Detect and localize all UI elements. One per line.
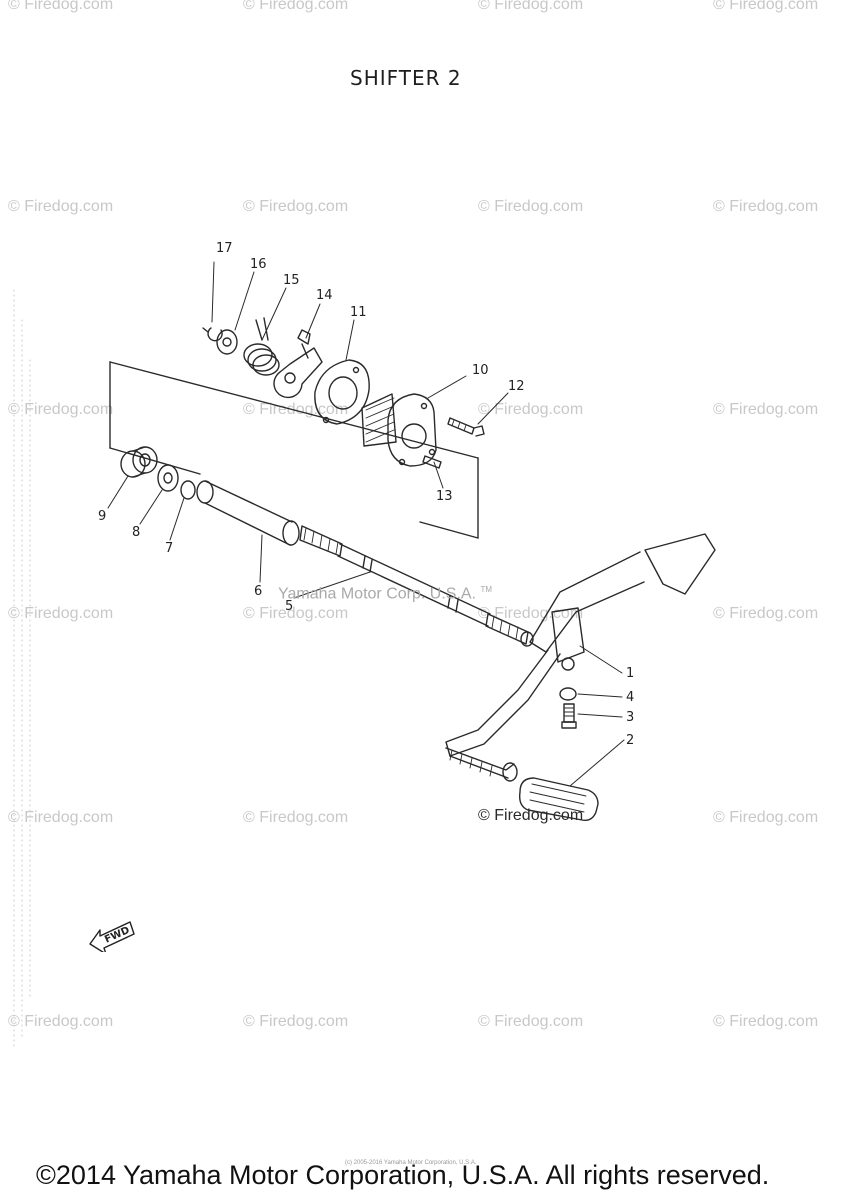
watermark: © Firedog.com	[243, 605, 349, 622]
part-5-shift-shaft	[299, 525, 534, 647]
callout-13: 13	[436, 489, 453, 504]
callout-3: 3	[626, 710, 635, 725]
part-9-bearing	[120, 446, 158, 478]
part-8-washer	[157, 464, 179, 492]
part-13-pin	[422, 455, 442, 469]
callout-6: 6	[254, 584, 263, 599]
watermark: © Firedog.com	[713, 198, 819, 215]
diagram-watermark-text: Yamaha Motor Corp. U.S.A.	[278, 585, 476, 603]
callout-11: 11	[350, 305, 367, 320]
callout-12: 12	[508, 379, 525, 394]
page-title: SHIFTER 2	[350, 66, 462, 90]
copyright-footer: ©2014 Yamaha Motor Corporation, U.S.A. A…	[36, 1160, 770, 1190]
fine-print: (c) 2005-2016 Yamaha Motor Corporation, …	[345, 1160, 477, 1166]
callout-17: 17	[216, 241, 233, 256]
scan-edge-noise	[13, 289, 31, 1051]
watermark: © Firedog.com	[8, 401, 114, 418]
watermark: © Firedog.com	[478, 401, 584, 418]
watermark: © Firedog.com	[478, 605, 584, 622]
watermark: © Firedog.com	[243, 1013, 349, 1030]
firedog-mark: © Firedog.com	[478, 807, 584, 824]
part-6-collar	[196, 480, 300, 546]
part-15-spring	[243, 317, 280, 376]
part-4-washer	[559, 687, 577, 701]
part-16-washer	[216, 329, 238, 355]
watermark: © Firedog.com	[478, 1013, 584, 1030]
watermark: © Firedog.com	[8, 605, 114, 622]
callout-5: 5	[285, 599, 294, 614]
watermark: © Firedog.com	[713, 0, 819, 13]
part-3-bolt	[561, 703, 577, 729]
callout-8: 8	[132, 525, 141, 540]
watermark: © Firedog.com	[8, 1013, 114, 1030]
watermark: © Firedog.com	[243, 809, 349, 826]
part-7-circlip	[180, 480, 196, 500]
part-12-bolt	[447, 417, 485, 437]
part-1-shift-pedal	[445, 533, 716, 782]
callout-7: 7	[165, 541, 174, 556]
callout-10: 10	[472, 363, 489, 378]
forward-direction-arrow-icon: FWD	[88, 916, 138, 955]
callout-1: 1	[626, 666, 635, 681]
diagram-watermark-tm: TM	[480, 585, 493, 594]
watermark: © Firedog.com	[8, 198, 114, 215]
callout-9: 9	[98, 509, 107, 524]
watermark: © Firedog.com	[243, 0, 349, 13]
watermark: © Firedog.com	[243, 198, 349, 215]
part-2-pedal-rubber	[518, 777, 599, 822]
watermark: © Firedog.com	[243, 401, 349, 418]
callout-4: 4	[626, 690, 635, 705]
part-10-housing	[361, 393, 437, 467]
assembly-group-outline	[109, 361, 479, 539]
callout-2: 2	[626, 733, 635, 748]
callout-15: 15	[283, 273, 300, 288]
watermark: © Firedog.com	[713, 1013, 819, 1030]
watermark: © Firedog.com	[478, 198, 584, 215]
watermark: © Firedog.com	[8, 809, 114, 826]
watermark: © Firedog.com	[8, 0, 114, 13]
part-14-shift-arm	[273, 329, 323, 399]
watermark: © Firedog.com	[478, 0, 584, 13]
leader-lines	[107, 261, 625, 787]
watermark: © Firedog.com	[713, 401, 819, 418]
part-11-gasket	[314, 359, 370, 425]
diagram-watermark: Yamaha Motor Corp. U.S.A. TM	[278, 585, 492, 603]
callout-14: 14	[316, 288, 333, 303]
part-17-circlip	[202, 327, 223, 342]
watermark: © Firedog.com	[713, 605, 819, 622]
watermark: © Firedog.com	[713, 809, 819, 826]
callout-16: 16	[250, 257, 267, 272]
